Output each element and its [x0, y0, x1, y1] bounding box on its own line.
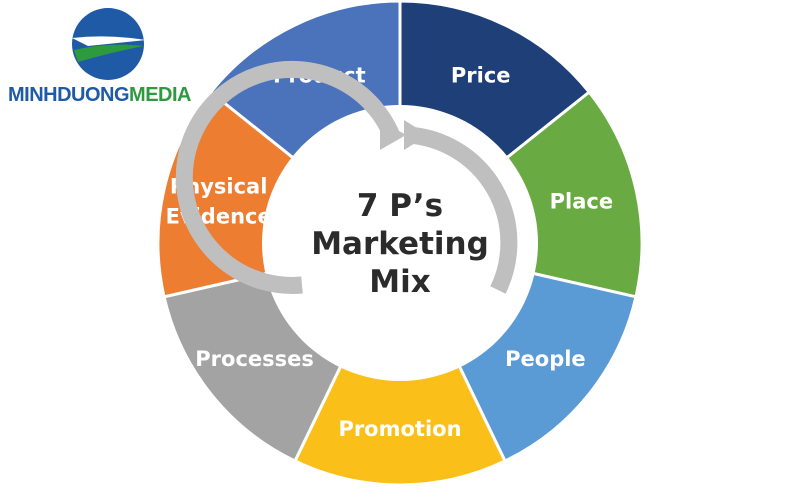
segment-label-processes: Processes	[195, 347, 314, 371]
cycle-arrow-head-icon	[380, 120, 406, 150]
cycle-arrow-arc	[175, 60, 400, 294]
brand-logo: MINHDUONGMEDIA	[6, 6, 206, 110]
brand-name: MINHDUONGMEDIA	[8, 84, 191, 107]
center-disc	[262, 105, 538, 381]
center-title-line: 7 P’s	[357, 188, 443, 224]
segment-label-price: Price	[451, 63, 511, 87]
segment-label-place: Place	[550, 190, 613, 214]
cycle-arrow-arc-right	[407, 126, 518, 294]
logo-globe-icon	[72, 8, 146, 80]
brand-name-part1: MINHDUONG	[8, 84, 130, 106]
segment-label-promotion: Promotion	[338, 417, 461, 441]
center-title-line: Mix	[369, 264, 430, 300]
center-title-line: Marketing	[311, 226, 489, 262]
brand-name-part2: MEDIA	[129, 84, 191, 106]
segment-label-people: People	[505, 347, 586, 371]
cycle-arrow-head-right-icon	[404, 120, 428, 150]
